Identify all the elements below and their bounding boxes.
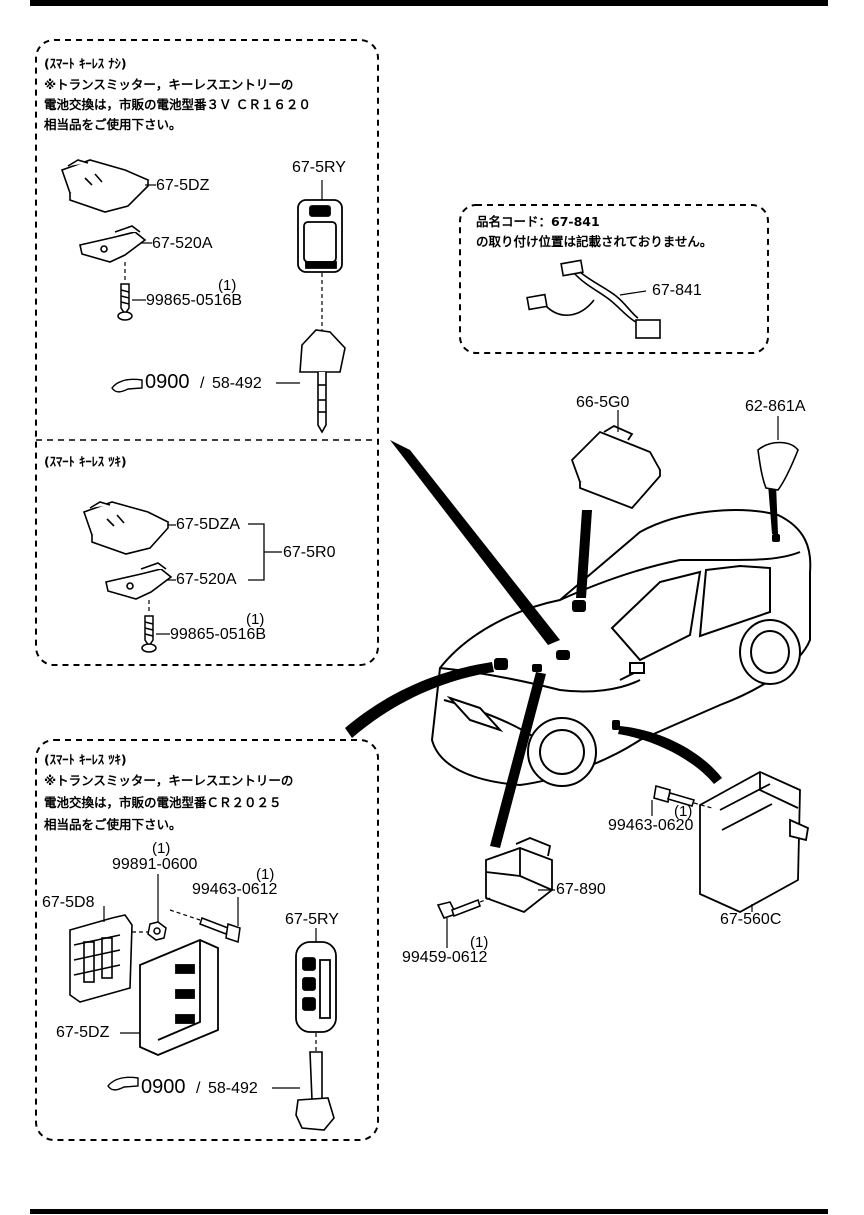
pointer-wedge-1 [390, 440, 560, 645]
bolt-axis-bottom [169, 909, 201, 921]
harness-note-1: 品名コード：67-841 [476, 214, 600, 229]
qty-label-99463-0620: (1) [674, 803, 693, 820]
ref-code-bottom[interactable]: 0900 [141, 1076, 186, 1098]
smart-key-icon [295, 941, 337, 1033]
part-label-67-890[interactable]: 67-890 [556, 881, 606, 898]
relay-icon [485, 837, 553, 914]
bottom-rule [30, 1209, 828, 1214]
ref-page-bottom[interactable]: 58-492 [208, 1080, 258, 1097]
key-blade-icon [299, 329, 346, 434]
panel-top-left [35, 39, 379, 666]
part-label-99865-0516B[interactable]: 99865-0516B [146, 292, 243, 309]
emergency-key-icon [295, 1051, 335, 1131]
panel-bottom-note-2: 電池交換は，市販の電池型番ＣＲ２０２５ [44, 795, 282, 810]
panel-top-note-1: ※トランスミッター，キーレスエントリーの [44, 77, 294, 92]
qty-label-mid: (1) [246, 611, 265, 628]
part-label-67-841[interactable]: 67-841 [652, 282, 702, 299]
ref-slash-top: / [200, 375, 205, 392]
part-label-99459-0612[interactable]: 99459-0612 [402, 949, 488, 966]
part-label-67-520A-mid[interactable]: 67-520A [176, 571, 237, 588]
bracket-icon-2 [105, 562, 173, 600]
part-label-99463-0612[interactable]: 99463-0612 [192, 881, 278, 898]
qty-label-99459-0612: (1) [470, 934, 489, 951]
panel-middle-header: (ｽﾏｰﾄ ｷｰﾚｽ ﾂｷ) [44, 454, 127, 469]
bracket-unit-icon [69, 914, 133, 1003]
module-icon [699, 770, 810, 914]
qty-label-99891: (1) [152, 840, 171, 857]
screw-icon [117, 283, 133, 321]
part-label-67-520A[interactable]: 67-520A [152, 235, 213, 252]
bolt-axis-right [693, 802, 713, 809]
part-label-67-5RY-bottom[interactable]: 67-5RY [285, 911, 339, 928]
mount-markers [494, 534, 780, 730]
group-bracket-67-5R0 [248, 523, 282, 581]
top-rule [30, 0, 828, 6]
hand-pointer-icon [111, 378, 143, 393]
panel-bottom-header: (ｽﾏｰﾄ ｷｰﾚｽ ﾂｷ) [44, 752, 127, 767]
screw-icon-2 [141, 615, 157, 653]
pointer-wedge-2 [345, 662, 494, 738]
ref-page-top[interactable]: 58-492 [212, 375, 262, 392]
hand-pointer-icon-2 [107, 1076, 139, 1091]
ref-slash-bottom: / [196, 1080, 201, 1097]
qty-label-99463-0612: (1) [256, 866, 275, 883]
panel-bottom-note-1: ※トランスミッター，キーレスエントリーの [44, 773, 294, 788]
nut-icon [147, 921, 167, 941]
part-label-67-5DZ-bottom[interactable]: 67-5DZ [56, 1024, 110, 1041]
pointer-wedge-3 [576, 510, 592, 598]
leader-67-841 [619, 290, 647, 296]
part-label-67-5R0[interactable]: 67-5R0 [283, 544, 336, 561]
bolt-icon-right [653, 784, 696, 807]
receiver-unit-icon [60, 159, 150, 213]
bolt-axis-left [479, 897, 491, 903]
panel-bottom-note-3: 相当品をご使用下さい。 [44, 817, 182, 832]
part-label-67-560C[interactable]: 67-560C [720, 911, 782, 928]
ref-code-top[interactable]: 0900 [145, 371, 190, 393]
part-label-67-5DZA[interactable]: 67-5DZA [176, 516, 241, 533]
panel-top-note-2: 電池交換は，市販の電池型番３Ｖ ＣＲ１６２０ [44, 97, 311, 112]
pointer-wedge-6 [618, 726, 722, 784]
harness-icon [526, 259, 661, 339]
panel-top-note-3: 相当品をご使用下さい。 [44, 117, 182, 132]
bolt-icon-left [436, 898, 482, 919]
control-box-icon [139, 939, 219, 1056]
panel-top-header: (ｽﾏｰﾄ ｷｰﾚｽ ﾅｼ) [44, 56, 127, 71]
part-label-67-5DZ[interactable]: 67-5DZ [156, 177, 210, 194]
cover-icon [757, 441, 799, 491]
part-label-67-5RY-top[interactable]: 67-5RY [292, 159, 346, 176]
antenna-icon [570, 424, 662, 510]
part-label-99463-0620[interactable]: 99463-0620 [608, 817, 694, 834]
qty-label-top: (1) [218, 277, 237, 294]
panel-harness [459, 204, 769, 354]
part-label-99891-0600[interactable]: 99891-0600 [112, 856, 198, 873]
bolt-icon-bottom [199, 917, 241, 943]
pointer-wedge-4 [768, 484, 778, 534]
remote-key-icon [297, 199, 343, 273]
bracket-icon [79, 225, 147, 263]
receiver-unit-icon-2 [82, 501, 170, 555]
part-label-66-5G0[interactable]: 66-5G0 [576, 394, 630, 411]
harness-note-2: の取り付け位置は記載されておりません。 [476, 234, 713, 249]
part-label-67-5D8[interactable]: 67-5D8 [42, 894, 95, 911]
part-label-62-861A[interactable]: 62-861A [745, 398, 806, 415]
pointer-wedge-5 [490, 672, 546, 848]
part-label-99865-mid[interactable]: 99865-0516B [170, 626, 267, 643]
